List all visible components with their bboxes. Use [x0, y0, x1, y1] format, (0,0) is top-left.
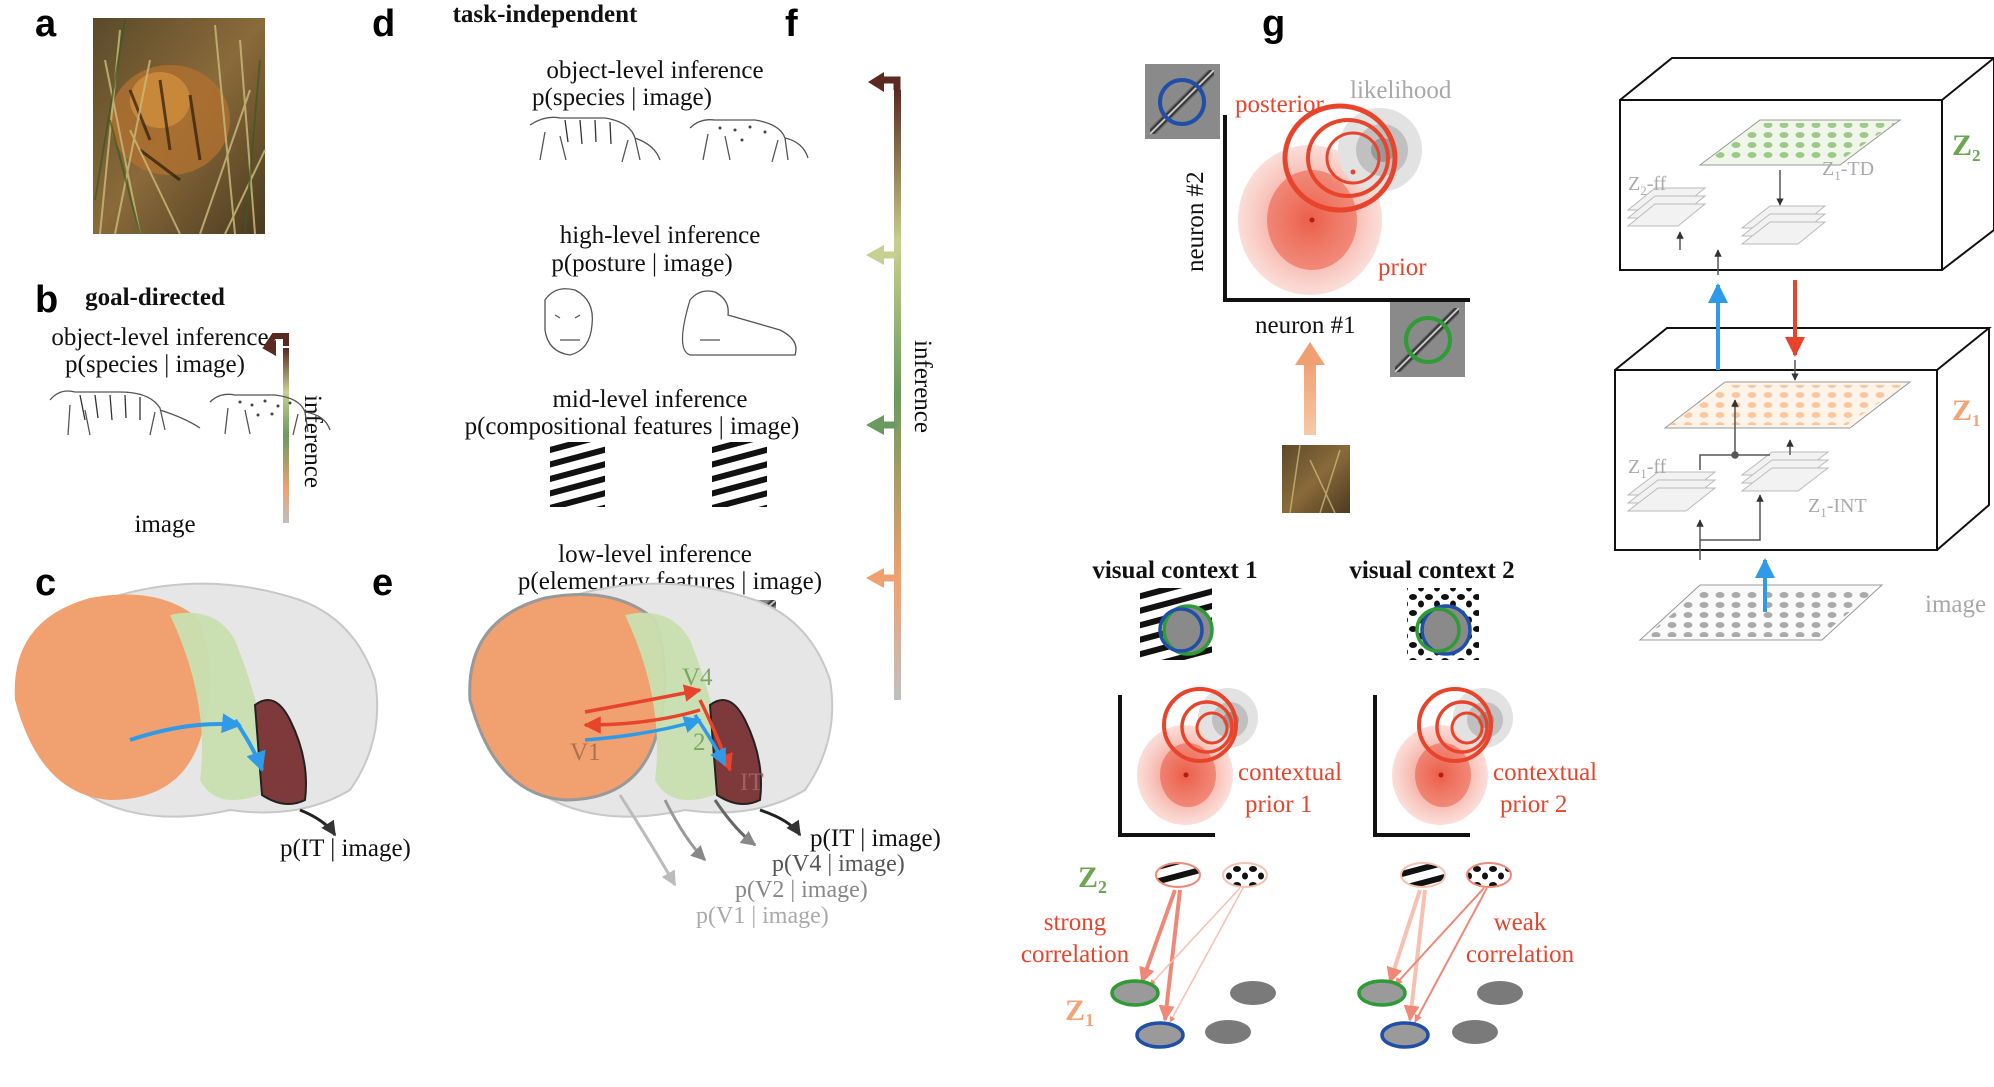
g-z2-box: [1619, 57, 1994, 271]
tiger-photo: [93, 18, 266, 235]
panel-label-b: b: [35, 279, 58, 321]
b-arrow-label: inference: [299, 395, 326, 488]
e-area-v2: 2: [693, 729, 706, 756]
g-z1-connections: [1696, 399, 1794, 560]
e-it-region: [708, 699, 762, 805]
f-context1-title: visual context 1: [1092, 557, 1257, 584]
b-bottom-label: image: [134, 511, 195, 538]
f-context1-plot: [1118, 687, 1258, 837]
f-likelihood-label: likelihood: [1350, 77, 1452, 104]
g-image-label: image: [1925, 591, 1986, 618]
f-context2-plot: [1373, 687, 1513, 837]
f-strong-line2: correlation: [1021, 941, 1130, 968]
c-it-region: [253, 699, 307, 805]
f-posterior-label: posterior: [1235, 91, 1325, 118]
d-title: task-independent: [453, 1, 638, 28]
d-arrow-label: inference: [909, 340, 936, 433]
e-label-v4: p(V4 | image): [772, 851, 905, 877]
g-z1int-label: Z1-INT: [1808, 495, 1867, 520]
f-z1-label: Z1: [1065, 994, 1094, 1030]
d-inference-arrow: [866, 72, 901, 700]
d-stripes-texture-1: [550, 442, 605, 507]
d-level4-name: low-level inference: [558, 541, 752, 568]
d-stripes-texture-2: [712, 442, 767, 507]
f-main-plot: [1145, 64, 1470, 514]
f-correlation-graph-2: [1357, 862, 1523, 1049]
g-z1-box: [1614, 327, 1992, 551]
g-z1ff-stack: [1626, 471, 1717, 512]
panel-label-d: d: [372, 3, 395, 45]
panel-label-f: f: [785, 3, 798, 45]
c-label: p(IT | image): [280, 835, 411, 862]
e-area-v1: V1: [570, 739, 601, 766]
c-v1-region: [14, 594, 210, 800]
panel-label-c: c: [35, 562, 56, 604]
b-inference-arrow: [262, 333, 289, 523]
e-brain: [468, 582, 834, 887]
g-z1-label: Z1: [1952, 394, 1981, 430]
e-green-region: [625, 612, 717, 800]
f-correlation-graph-1: [1110, 862, 1276, 1049]
f-prior1-line2: prior 1: [1245, 791, 1312, 818]
panel-label-e: e: [372, 562, 393, 604]
f-xlabel: neuron #1: [1255, 312, 1356, 339]
b-leopard-drawing: [209, 393, 331, 436]
b-line2: p(species | image): [65, 351, 245, 378]
d-level1-name: object-level inference: [546, 57, 763, 84]
e-area-v4: V4: [682, 664, 713, 691]
panel-label-a: a: [35, 3, 57, 45]
f-context2-title: visual context 2: [1349, 557, 1514, 584]
g-z1td-stack: [1740, 205, 1827, 245]
c-brain: [14, 582, 379, 837]
d-tiger-drawing: [529, 116, 661, 163]
b-line1: object-level inference: [51, 324, 268, 351]
f-weak-line2: correlation: [1466, 941, 1575, 968]
g-z1td-label: Z1-TD: [1822, 158, 1874, 183]
g-z1int-stack: [1740, 451, 1830, 492]
g-z1ff-label: Z1-ff: [1628, 456, 1667, 481]
d-level3-formula: p(compositional features | image): [465, 413, 800, 440]
b-title: goal-directed: [85, 284, 225, 311]
e-label-v1: p(V1 | image): [696, 903, 829, 929]
f-context2-patch: [1407, 588, 1479, 660]
c-green-region: [170, 612, 262, 800]
g-z2ff-stack: [1626, 187, 1707, 227]
e-label-it: p(IT | image): [810, 825, 941, 852]
f-weak-line1: weak: [1494, 909, 1547, 936]
g-z2-label: Z2: [1952, 129, 1981, 165]
f-strong-line1: strong: [1044, 909, 1107, 936]
b-tiger-drawing: [49, 390, 201, 436]
g-z2ff-label: Z2-ff: [1628, 173, 1667, 198]
e-label-v2: p(V2 | image): [735, 877, 868, 903]
d-posture-drawings: [544, 288, 797, 356]
d-level2-formula: p(posture | image): [551, 250, 732, 277]
f-prior1-line1: contextual: [1238, 759, 1342, 786]
d-leopard-drawing: [689, 119, 809, 163]
f-prior2-line1: contextual: [1493, 759, 1597, 786]
f-prior-label: prior: [1378, 254, 1427, 281]
f-context1-patch: [1140, 588, 1214, 660]
f-z2-label: Z2: [1078, 861, 1107, 897]
f-ylabel: neuron #2: [1182, 171, 1209, 272]
e-area-it: IT: [740, 769, 764, 796]
d-level1-formula: p(species | image): [532, 84, 712, 111]
c-out-arrow: [299, 808, 337, 837]
f-prior2-line2: prior 2: [1500, 791, 1567, 818]
d-level3-name: mid-level inference: [552, 386, 747, 413]
d-level2-name: high-level inference: [560, 222, 761, 249]
panel-label-g: g: [1262, 3, 1285, 45]
